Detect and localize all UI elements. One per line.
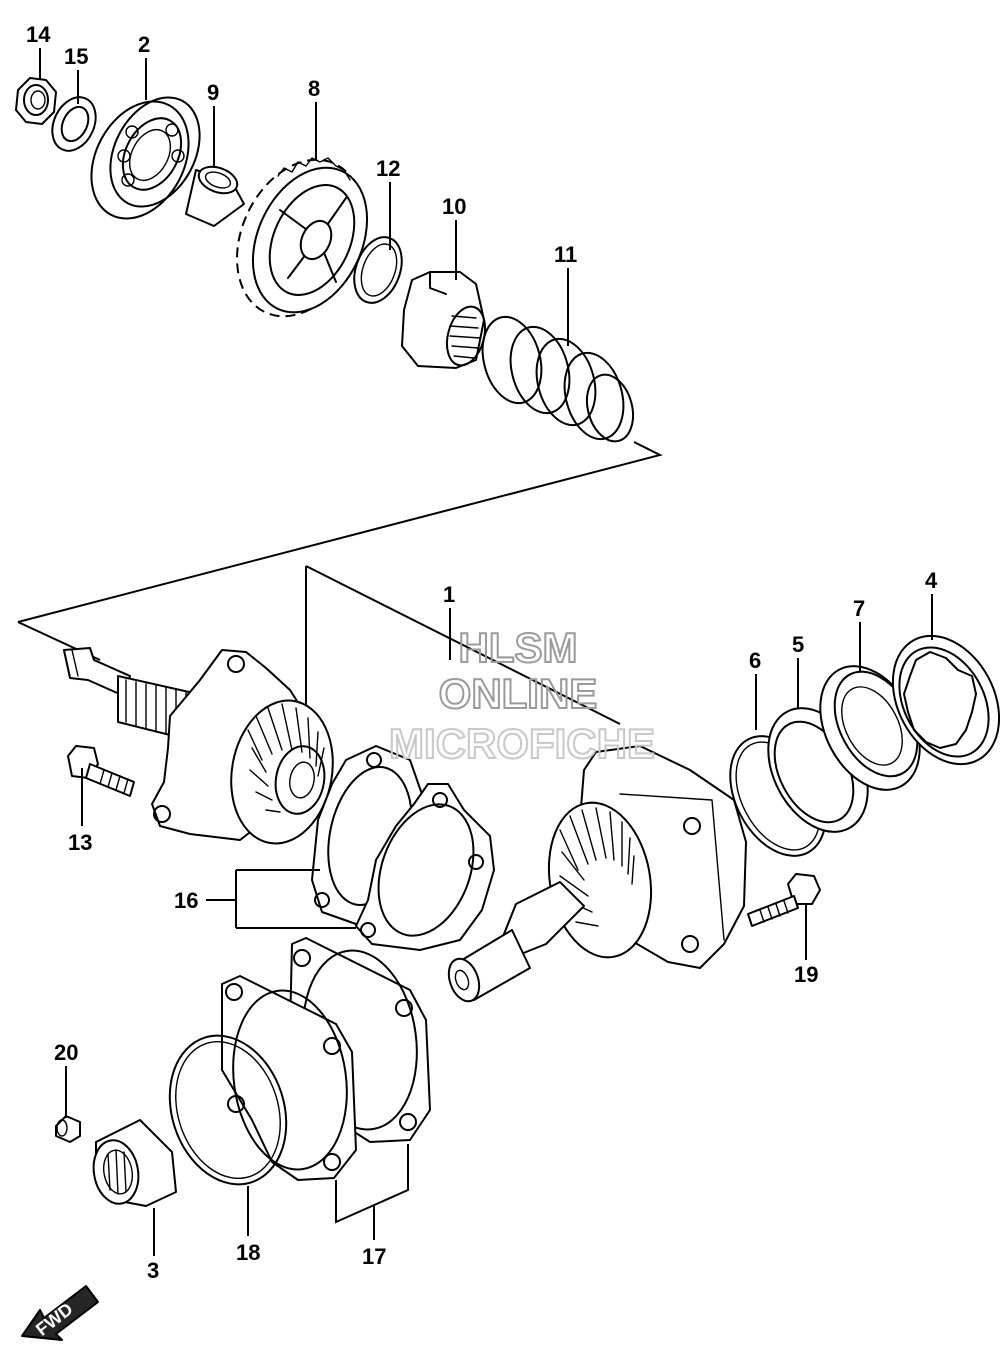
part-1-driven-gear-housing[interactable]: [63, 647, 344, 852]
part-11-spring[interactable]: [474, 310, 640, 446]
label-13: 13: [68, 830, 92, 855]
label-3: 3: [147, 1258, 159, 1283]
part-17-gasket-b[interactable]: [221, 975, 358, 1181]
part-2-bearing[interactable]: [72, 82, 218, 235]
label-8: 8: [308, 76, 320, 101]
part-14-nut[interactable]: [15, 77, 57, 125]
label-1: 1: [443, 582, 455, 607]
watermark: HLSM ONLINE MICROFICHE: [388, 623, 656, 768]
watermark-line-3: MICROFICHE: [389, 720, 655, 767]
part-8-gear[interactable]: [213, 139, 389, 337]
label-15: 15: [64, 44, 88, 69]
label-6: 6: [749, 648, 761, 673]
watermark-line-1: HLSM: [459, 624, 578, 671]
fwd-direction-badge: FWD: [21, 1285, 99, 1341]
part-3-needle-bearing[interactable]: [89, 1119, 177, 1207]
label-5: 5: [792, 632, 804, 657]
label-2: 2: [138, 32, 150, 57]
part-18-o-ring[interactable]: [151, 1020, 304, 1199]
part-4-lock-nut[interactable]: [872, 617, 1000, 782]
label-4: 4: [925, 568, 938, 593]
part-13-bolt[interactable]: [67, 745, 135, 797]
part-number-labels: 14 15 2 9 8 12 10 11 1 13 16 6 5 7 4 19 …: [26, 22, 938, 1283]
watermark-line-2: ONLINE: [439, 670, 598, 717]
fwd-arrow-icon: [22, 1286, 98, 1340]
label-14: 14: [26, 22, 51, 47]
part-10-cam[interactable]: [401, 271, 491, 370]
label-12: 12: [376, 156, 400, 181]
part-15-washer[interactable]: [44, 90, 104, 158]
label-7: 7: [853, 596, 865, 621]
part-9-bushing[interactable]: [185, 162, 245, 227]
label-9: 9: [207, 80, 219, 105]
label-11: 11: [554, 242, 577, 267]
part-1-drive-pinion-housing[interactable]: [443, 745, 747, 1005]
label-18: 18: [236, 1240, 260, 1265]
label-16: 16: [174, 888, 198, 913]
leader-lines: [39, 48, 933, 1256]
label-17: 17: [362, 1244, 386, 1269]
part-19-bolt[interactable]: [747, 873, 821, 927]
label-20: 20: [54, 1040, 78, 1065]
label-10: 10: [442, 194, 466, 219]
part-20-pin[interactable]: [55, 1115, 81, 1143]
part-16-gasket-b[interactable]: [355, 783, 495, 951]
label-19: 19: [794, 962, 818, 987]
